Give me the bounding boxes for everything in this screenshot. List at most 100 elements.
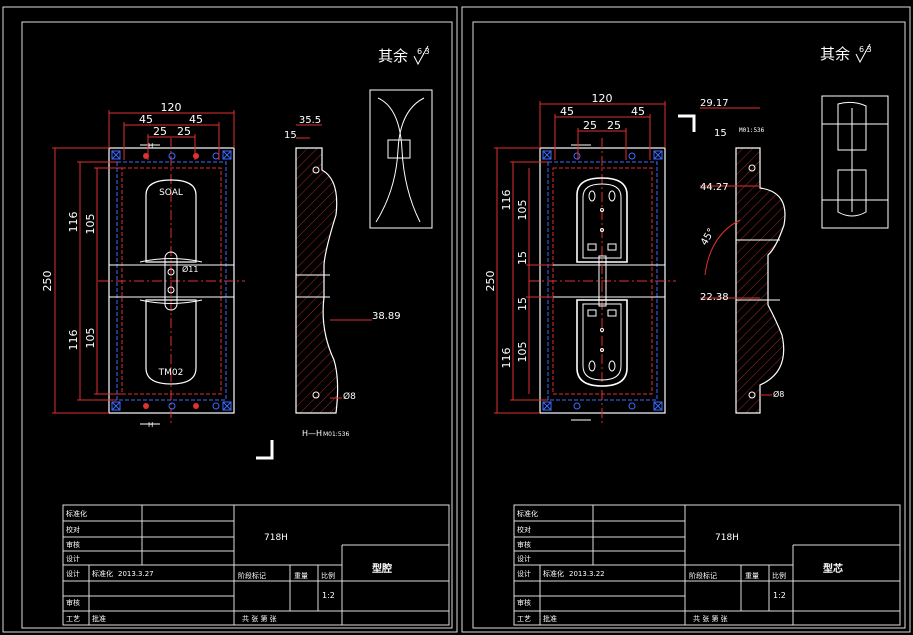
tb2-label-scale: 比例 [772, 571, 786, 580]
dim2-top-mid-right: 45 [631, 105, 645, 118]
dim2-left-upper: 116 [500, 190, 513, 211]
dim2-hole: Ø8 [773, 389, 784, 399]
tb2-part-name: 型芯 [823, 562, 843, 575]
roughness-note-2: 其余 [820, 45, 850, 63]
section-mark-bottom: H [148, 421, 153, 429]
core-3d-thumbnail [821, 95, 889, 229]
tb1-part-name: 型腔 [372, 562, 392, 575]
tb1-label-weight: 重量 [294, 572, 308, 580]
tb1-footer-4: 共 张 第 张 [242, 614, 277, 623]
tb1-material: 718H [264, 533, 288, 543]
sheet-1-frame [21, 21, 453, 629]
tb1-footer-2: 工艺 [66, 615, 80, 623]
tb2-label-stage: 阶段标记 [689, 571, 717, 580]
core-plan-view [529, 138, 676, 425]
tb1-footer-1: 审核 [66, 598, 80, 607]
dim-top-total: 120 [161, 101, 182, 114]
dim2-left-total: 250 [484, 271, 497, 292]
tb1-scale: 1:2 [322, 591, 335, 600]
tb2-footer-2: 工艺 [517, 615, 531, 623]
sheet-2-frame [472, 21, 906, 629]
dim2-side-small: 15 [714, 128, 727, 139]
tb2-footer-3: 批准 [543, 614, 557, 623]
dim-top-inner-left: 25 [153, 125, 167, 138]
dim-left-lower-inner: 105 [84, 328, 97, 349]
dim2-left-lower: 116 [500, 348, 513, 369]
tb1-row-1: 标准化 [66, 509, 87, 518]
tb2-label-standard: 标准化 [543, 569, 564, 578]
dim2-left-lower-inner: 105 [516, 342, 529, 363]
tb2-row-1: 标准化 [517, 509, 538, 518]
dim-top-mid-right: 45 [189, 113, 203, 126]
section-label: H—H [302, 429, 322, 438]
dim-top-mid-left: 45 [139, 113, 153, 126]
title-block-2 [513, 504, 901, 626]
top-dimensions [108, 110, 235, 160]
dim-left-upper-inner: 105 [84, 214, 97, 235]
engraving-bottom: TM02 [158, 368, 184, 378]
engraving-top: SOAL [159, 188, 183, 198]
left-dimensions [52, 147, 122, 414]
center-hole-dim: Ø11 [182, 264, 198, 274]
tb2-row-2: 校对 [517, 525, 531, 534]
dim2-left-c1: 15 [516, 251, 529, 265]
dim-side-top: 35.5 [299, 115, 321, 126]
sheet-2: 其余 6.3 [461, 6, 911, 633]
dim-left-lower: 116 [67, 330, 80, 351]
top-dimensions-2 [539, 101, 666, 160]
sheet-2-border [461, 6, 911, 633]
roughness-value: 6.3 [417, 47, 430, 56]
dim2-side-low: 22.38 [700, 292, 729, 303]
title-block-1 [62, 504, 450, 626]
tb1-row-3: 审核 [66, 540, 80, 549]
dim2-top-total: 120 [592, 92, 613, 105]
dim-left-total: 250 [41, 271, 54, 292]
tb2-footer-1: 审核 [517, 598, 531, 607]
tb1-footer-3: 批准 [92, 614, 106, 623]
corner-mark [256, 440, 274, 460]
left-dimensions-2 [494, 147, 553, 414]
sheet-1-border [2, 6, 458, 633]
dim-hole: Ø8 [343, 391, 356, 402]
dim-top-inner-right: 25 [177, 125, 191, 138]
dim2-left-upper-inner: 105 [516, 200, 529, 221]
tb1-row-4: 设计 [66, 554, 80, 563]
dim2-top-mid-left: 45 [560, 105, 574, 118]
section-scale: M01:536 [323, 431, 349, 438]
dim2-side-top: 29.17 [700, 98, 729, 109]
tb2-row-3: 审核 [517, 540, 531, 549]
tb1-row-2: 校对 [66, 525, 80, 534]
tb1-label-design: 设计 [66, 569, 80, 578]
roughness-symbol [413, 45, 429, 66]
dim-left-upper: 116 [67, 212, 80, 233]
roughness-symbol-2 [855, 43, 871, 64]
sheet-1: 其余 6.3 SOAL TM02 Ø11 [2, 6, 458, 633]
dim-side-small: 15 [284, 130, 297, 141]
cavity-plan-view: SOAL TM02 Ø11 H H [98, 138, 245, 429]
dim2-top-inner-left: 25 [583, 119, 597, 132]
cavity-section-view [295, 124, 372, 414]
cavity-3d-thumbnail [369, 89, 433, 229]
tb1-label-standard: 标准化 [92, 569, 113, 578]
tb1-label-stage: 阶段标记 [238, 571, 266, 580]
dim2-side-mid: 44.27 [700, 182, 729, 193]
roughness-value-2: 6.3 [859, 45, 872, 54]
roughness-note: 其余 [378, 47, 408, 65]
core-section-scale: M01:536 [739, 127, 765, 134]
dim2-top-inner-right: 25 [607, 119, 621, 132]
dim2-left-c2: 15 [516, 297, 529, 311]
dim-side-depth: 38.89 [372, 311, 401, 322]
tb2-row-4: 设计 [517, 554, 531, 563]
tb2-label-weight: 重量 [745, 572, 759, 580]
tb2-date: 2013.3.22 [569, 570, 605, 578]
tb2-label-design: 设计 [517, 569, 531, 578]
corner-mark-2 [678, 114, 696, 132]
tb1-date: 2013.3.27 [118, 570, 154, 578]
tb2-scale: 1:2 [773, 591, 786, 600]
core-section-view: M01:536 [700, 107, 786, 414]
tb1-label-scale: 比例 [321, 571, 335, 580]
tb2-footer-4: 共 张 第 张 [693, 614, 728, 623]
tb2-material: 718H [715, 533, 739, 543]
section-mark-top: H [148, 142, 153, 150]
